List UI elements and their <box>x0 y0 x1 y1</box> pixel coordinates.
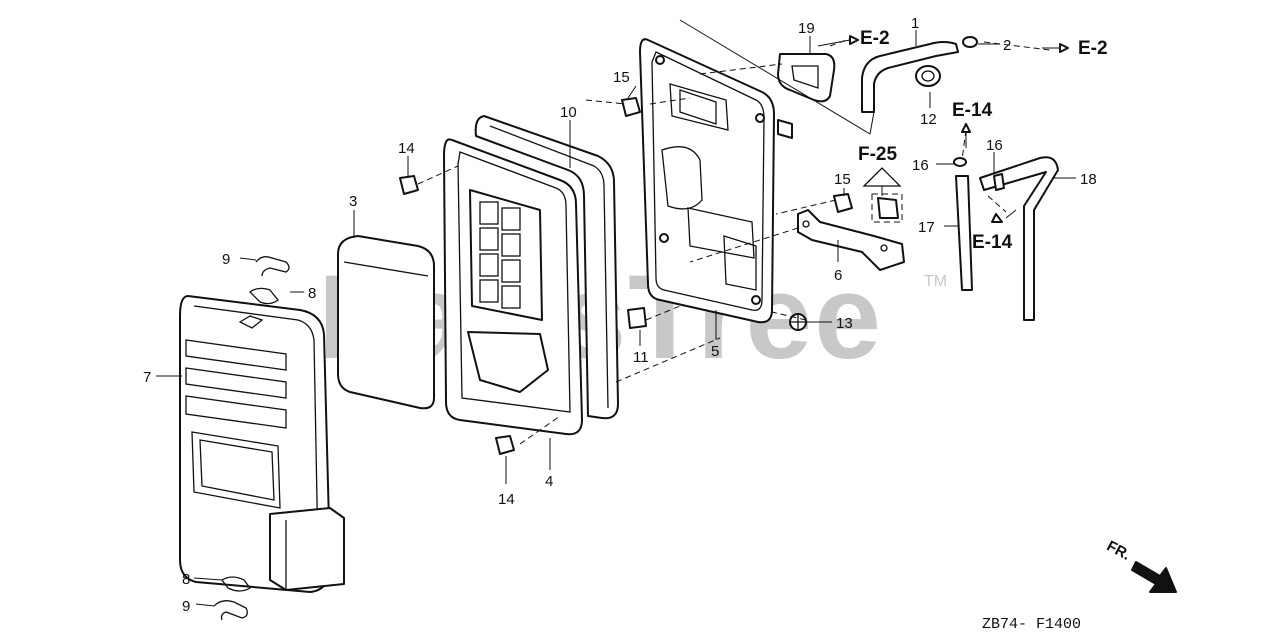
air-cleaner-case[interactable] <box>443 138 583 436</box>
trademark-text: TM <box>924 273 947 290</box>
callout-7[interactable]: 7 <box>143 369 151 386</box>
callout-8-upper[interactable]: 8 <box>308 285 316 302</box>
callout-11[interactable]: 11 <box>633 349 649 366</box>
callout-8-lower[interactable]: 8 <box>182 571 190 588</box>
nut-15-top[interactable] <box>621 97 641 117</box>
clip-9-upper[interactable] <box>255 256 290 277</box>
ref-e2-top[interactable]: E-2 <box>860 28 890 49</box>
callout-19[interactable]: 19 <box>798 20 815 37</box>
callout-16-left[interactable]: 16 <box>912 157 929 174</box>
callout-12[interactable]: 12 <box>920 111 937 128</box>
callout-16-right[interactable]: 16 <box>986 137 1003 154</box>
bracket-nut[interactable] <box>871 193 903 223</box>
front-arrow: FR. <box>1104 537 1177 593</box>
callout-6[interactable]: 6 <box>834 267 842 284</box>
callout-15-top[interactable]: 15 <box>613 69 630 86</box>
callout-17[interactable]: 17 <box>918 219 935 236</box>
filter-element[interactable] <box>337 235 435 410</box>
breather-gasket[interactable] <box>777 53 836 103</box>
grommet[interactable] <box>915 65 941 87</box>
front-label: FR. <box>1104 537 1133 563</box>
clip-8-lower[interactable] <box>221 576 251 592</box>
ref-e14-bottom[interactable]: E-14 <box>972 232 1013 253</box>
diagram-code: ZB74- F1400 <box>982 616 1081 633</box>
screw-13[interactable] <box>789 313 807 331</box>
callout-14-bottom[interactable]: 14 <box>498 491 515 508</box>
callout-3[interactable]: 3 <box>349 193 357 210</box>
nut-15-right[interactable] <box>833 193 853 213</box>
ref-e14-top[interactable]: E-14 <box>952 100 993 121</box>
reference-arrows <box>817 35 1069 223</box>
callout-5[interactable]: 5 <box>711 343 719 360</box>
ref-e2-right[interactable]: E-2 <box>1078 38 1108 59</box>
nut-14-bottom[interactable] <box>495 435 515 455</box>
callout-14-top[interactable]: 14 <box>398 140 415 157</box>
elbow-base[interactable] <box>639 38 793 324</box>
air-cleaner-cover[interactable] <box>179 295 345 593</box>
leader-lines <box>156 30 1076 607</box>
callout-2[interactable]: 2 <box>1003 37 1011 54</box>
callout-9-lower[interactable]: 9 <box>182 598 190 615</box>
collar[interactable] <box>627 307 647 329</box>
tube-clip[interactable] <box>962 36 978 48</box>
callout-10[interactable]: 10 <box>560 104 577 121</box>
drain-tube[interactable] <box>955 175 973 291</box>
callout-1[interactable]: 1 <box>911 15 919 32</box>
breather-tube[interactable] <box>861 41 959 113</box>
gasket[interactable] <box>474 115 619 420</box>
ref-f25[interactable]: F-25 <box>858 144 898 165</box>
clip-9-lower[interactable] <box>213 600 248 621</box>
clip-16-left[interactable] <box>953 157 967 167</box>
clip-16-right[interactable] <box>993 173 1005 191</box>
callout-9-upper[interactable]: 9 <box>222 251 230 268</box>
mounting-bracket[interactable] <box>797 209 905 271</box>
bent-tube[interactable] <box>979 156 1059 321</box>
callout-4[interactable]: 4 <box>545 473 553 490</box>
callout-13[interactable]: 13 <box>836 315 853 332</box>
clip-8-upper[interactable] <box>249 287 279 305</box>
assembly-lines <box>417 19 1051 445</box>
nut-14-top[interactable] <box>399 175 419 195</box>
callout-18[interactable]: 18 <box>1080 171 1097 188</box>
callout-15-right[interactable]: 15 <box>834 171 851 188</box>
